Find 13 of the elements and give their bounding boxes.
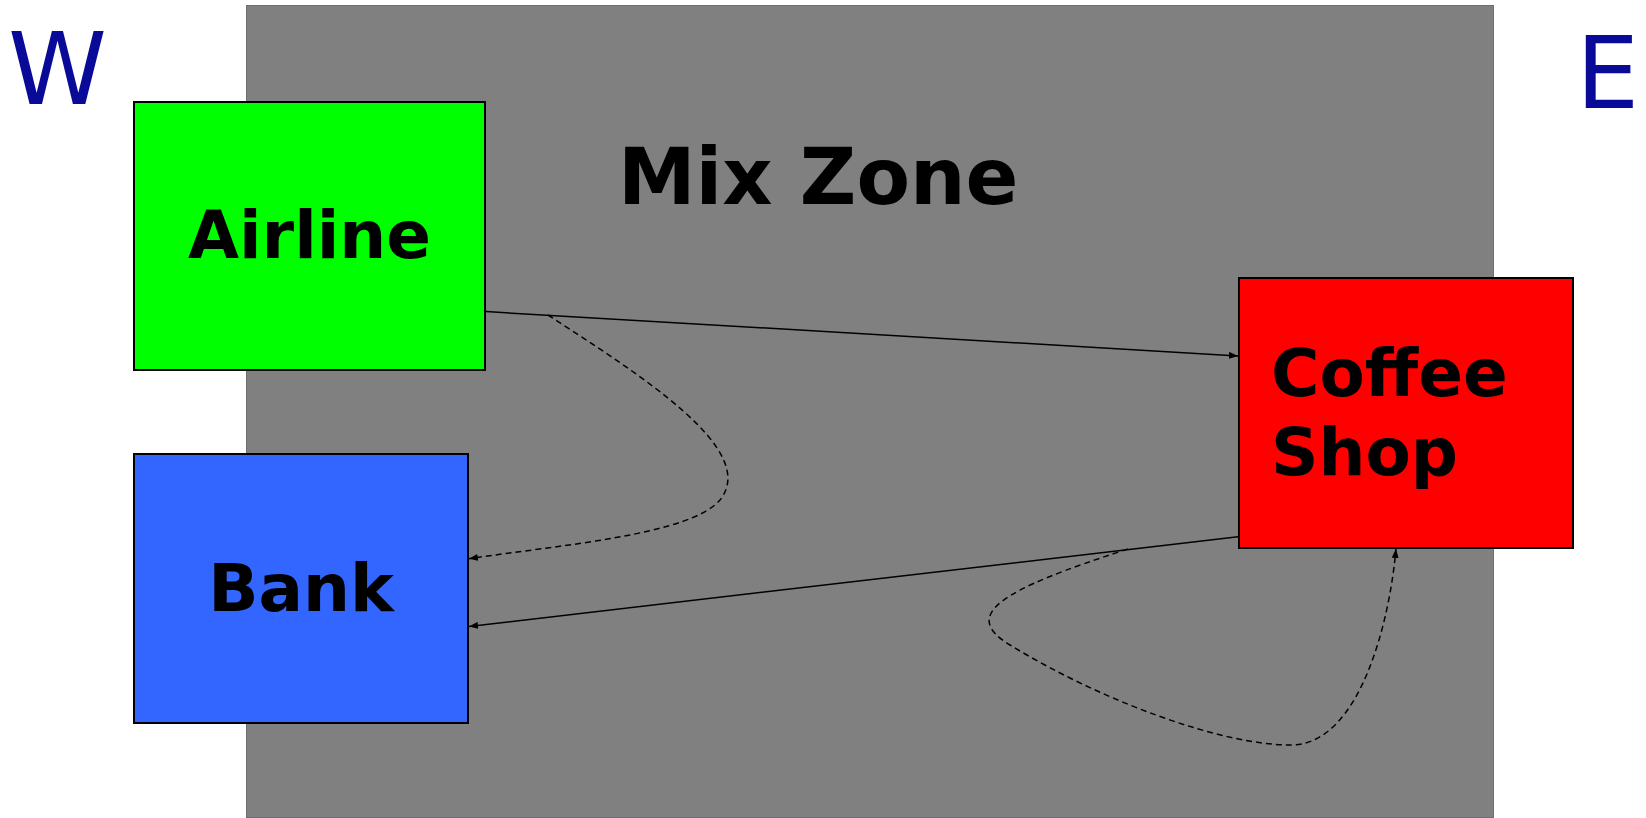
- compass-label: W: [8, 20, 107, 120]
- compass-label: E: [1576, 24, 1640, 124]
- entity-box: [133, 453, 469, 724]
- entity-name: Coffee Shop: [1271, 333, 1509, 493]
- entity-name: Airline: [187, 196, 432, 276]
- arrow: [485, 310, 1239, 359]
- entity-name: Bank: [208, 548, 394, 629]
- zone-title: Mix Zone: [618, 138, 1019, 216]
- entity-box: [133, 101, 486, 371]
- entity-box: [1238, 277, 1574, 549]
- arrow: [468, 536, 1239, 630]
- dashed-arrow: [988, 548, 1399, 746]
- dashed-arrow: [468, 314, 729, 562]
